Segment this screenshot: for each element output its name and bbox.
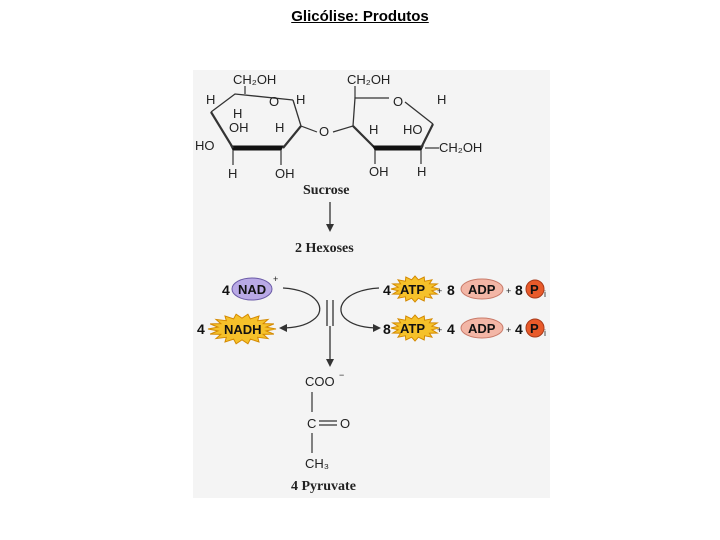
pyruvate-c: C: [307, 416, 316, 431]
hexoses-label: 2 Hexoses: [295, 241, 354, 256]
nad-coef: 4: [222, 282, 230, 298]
output-plus-2: +: [506, 325, 511, 335]
pyruvate-structure: COO − C O CH₃ 4 Pyruvate: [291, 370, 356, 494]
fructose-h-bottom: H: [417, 164, 426, 179]
output-plus-1: +: [437, 325, 442, 335]
glucose-h-top-right: H: [296, 92, 305, 107]
input-adp-coef: 8: [447, 282, 455, 298]
pyruvate-o: O: [340, 416, 350, 431]
fructose-ho-inner: HO: [403, 122, 423, 137]
input-pi-circle: [525, 279, 545, 299]
arrow-atp-inputs-to-outputs: [340, 287, 381, 332]
input-pi-sub: i: [544, 289, 546, 299]
nad-plus: 4 NAD +: [222, 274, 278, 301]
pyruvate-charge: −: [339, 370, 344, 380]
input-atp-starburst: [390, 275, 440, 303]
nadh-label: NADH: [224, 322, 262, 337]
glucose-ring-o: O: [269, 94, 279, 109]
glucose-ring: CH₂OH O H H H OH H HO H OH O: [195, 72, 354, 181]
nadh-starburst: [207, 313, 277, 345]
output-pi-sub: i: [544, 328, 546, 338]
fructose-h-left: H: [369, 122, 378, 137]
fructose-h-right: H: [437, 92, 446, 107]
input-pi-coef: 8: [515, 282, 523, 298]
nad-ellipse: [231, 277, 273, 301]
nad-label: NAD: [238, 282, 266, 297]
arrow-nad-to-nadh: [279, 287, 321, 332]
outputs-row: 8 ATP + 4 ADP + 4 P i: [383, 314, 546, 342]
nadh: 4 NADH: [197, 313, 277, 345]
nad-charge: +: [273, 274, 278, 284]
pyruvate-ch3: CH₃: [305, 456, 329, 471]
output-atp-starburst: [390, 314, 440, 342]
output-atp-label: ATP: [400, 321, 425, 336]
input-adp-label: ADP: [468, 282, 496, 297]
input-plus-2: +: [506, 286, 511, 296]
inputs-row: 4 ATP + 8 ADP + 8 P i: [383, 275, 546, 303]
glucose-h-top-left: H: [206, 92, 215, 107]
glucose-ch2oh: CH₂OH: [233, 72, 276, 87]
output-adp-ellipse: [460, 317, 504, 339]
output-adp-coef: 4: [447, 321, 455, 337]
output-adp-label: ADP: [468, 321, 496, 336]
output-atp-coef: 8: [383, 321, 391, 337]
glycolysis-diagram: CH₂OH O H H H OH H HO H OH O: [195, 72, 546, 494]
glucose-oh-inner: OH: [229, 120, 249, 135]
fructose-oh-bottom: OH: [369, 164, 389, 179]
fructose-ring: CH₂OH O H H HO CH₂OH OH H: [347, 72, 482, 179]
pyruvate-coo: COO: [305, 374, 335, 389]
sucrose-label: Sucrose: [303, 183, 349, 198]
glucose-ho-left: HO: [195, 138, 215, 153]
glucose-h-mid: H: [275, 120, 284, 135]
input-atp-coef: 4: [383, 282, 391, 298]
fructose-ch2oh-top: CH₂OH: [347, 72, 390, 87]
glucose-h-inner: H: [233, 106, 242, 121]
output-pi-label: P: [530, 321, 539, 336]
input-pi-label: P: [530, 282, 539, 297]
output-pi-coef: 4: [515, 321, 523, 337]
pyruvate-label: 4 Pyruvate: [291, 479, 356, 494]
slide-title: Glicólise: Produtos: [291, 8, 429, 25]
input-adp-ellipse: [460, 278, 504, 300]
glucose-h-bottom: H: [228, 166, 237, 181]
glycolysis-figure: CH₂OH O H H H OH H HO H OH O: [193, 70, 550, 498]
output-pi-circle: [525, 318, 545, 338]
glucose-oh-bottom: OH: [275, 166, 295, 181]
input-atp-label: ATP: [400, 282, 425, 297]
fructose-ch2oh-right: CH₂OH: [439, 140, 482, 155]
nadh-coef: 4: [197, 321, 205, 337]
glycosidic-o: O: [319, 124, 329, 139]
fructose-ring-o: O: [393, 94, 403, 109]
input-plus-1: +: [437, 286, 442, 296]
